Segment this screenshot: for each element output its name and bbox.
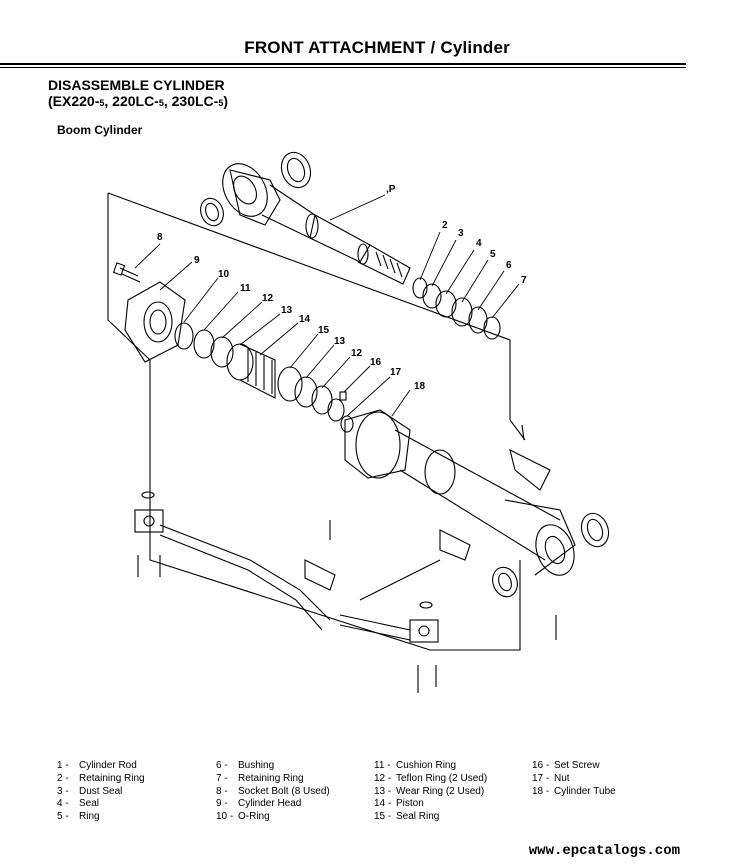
- legend-column-1: 1 -Cylinder Rod 2 -Retaining Ring 3 -Dus…: [57, 760, 145, 824]
- rod-seal-set: [412, 277, 501, 340]
- callout-12a: 12: [262, 293, 274, 304]
- callout-6: 6: [506, 260, 512, 271]
- callout-13b: 13: [334, 336, 346, 347]
- cylinder-head: [124, 281, 186, 363]
- legend-item: 15 -Seal Ring: [374, 811, 440, 823]
- callout-13a: 13: [281, 305, 293, 316]
- callout-4: 4: [476, 238, 482, 249]
- legend-item: 8 -Socket Bolt (8 Used): [216, 785, 330, 797]
- legend-item: 7 -Retaining Ring: [216, 772, 304, 784]
- clamp-brackets: [304, 424, 551, 591]
- callout-2: 2: [442, 220, 448, 231]
- callout-7: 7: [521, 275, 527, 286]
- callout-11: 11: [240, 283, 251, 294]
- callout-5: 5: [490, 249, 496, 260]
- legend-item: 5 -Ring: [57, 811, 100, 823]
- cylinder-rod: [222, 163, 411, 285]
- callout-10: 10: [218, 269, 230, 280]
- legend-column-3: 11 -Cushion Ring 12 -Teflon Ring (2 Used…: [374, 760, 487, 824]
- bushing-right: [492, 512, 610, 598]
- callout-17: 17: [390, 367, 402, 378]
- dust-ring-left: [200, 197, 224, 227]
- callout-12b: 12: [351, 348, 363, 359]
- legend-item: 4 -Seal: [57, 798, 100, 810]
- legend-item: 17 -Nut: [532, 772, 570, 784]
- socket-bolt: [112, 262, 141, 283]
- legend-item: 2 -Retaining Ring: [57, 772, 145, 784]
- callout-16: 16: [370, 357, 382, 368]
- legend-column-4: 16 -Set Screw 17 -Nut 18 -Cylinder Tube: [532, 760, 616, 798]
- subheading: Boom Cylinder: [57, 123, 143, 137]
- header-rule: [0, 63, 686, 65]
- callout-leaders: [134, 194, 520, 417]
- legend-item: 10 -O-Ring: [216, 811, 270, 823]
- exploded-view-diagram: 2 3 4 5 6 7 8 9 10 11 12 13 14 15 13 12 …: [107, 151, 610, 693]
- callout-14: 14: [299, 314, 311, 325]
- header-rule-thin: [0, 67, 686, 68]
- callout-9: 9: [194, 255, 200, 266]
- hydraulic-pipes: [159, 524, 441, 641]
- legend-item: 11 -Cushion Ring: [374, 760, 457, 771]
- page-title: FRONT ATTACHMENT / Cylinder: [244, 38, 510, 57]
- callout-labels: 2 3 4 5 6 7 8 9 10 11 12 13 14 15 13 12 …: [157, 184, 527, 392]
- frame-lines: [107, 192, 526, 651]
- section-heading: DISASSEMBLE CYLINDER (EX220-5, 220LC-5, …: [48, 77, 228, 111]
- cylinder-tube: [344, 409, 576, 576]
- flanges-bolts: [134, 491, 557, 693]
- legend-item: 18 -Cylinder Tube: [532, 785, 616, 797]
- callout-18: 18: [414, 381, 426, 392]
- legend-item: 6 -Bushing: [216, 760, 275, 771]
- callout-15: 15: [318, 325, 330, 336]
- bushing-top: [280, 151, 312, 189]
- callout-3: 3: [458, 228, 464, 239]
- legend-item: 12 -Teflon Ring (2 Used): [374, 772, 488, 784]
- legend-item: 16 -Set Screw: [532, 760, 600, 771]
- legend-item: 9 -Cylinder Head: [216, 798, 302, 810]
- legend-item: 14 -Piston: [374, 798, 424, 810]
- legend-column-2: 6 -Bushing 7 -Retaining Ring 8 -Socket B…: [216, 760, 330, 824]
- legend-item: 1 -Cylinder Rod: [57, 760, 137, 771]
- callout-p: ,P: [386, 184, 396, 195]
- legend-item: 13 -Wear Ring (2 Used): [374, 785, 485, 797]
- callout-8: 8: [157, 232, 163, 243]
- model-list: (EX220-5, 220LC-5, 230LC-5): [48, 93, 229, 109]
- piston-group: [174, 322, 354, 433]
- watermark-link[interactable]: www.epcatalogs.com: [528, 843, 680, 859]
- legend-item: 3 -Dust Seal: [57, 785, 123, 797]
- section-title: DISASSEMBLE CYLINDER: [48, 77, 225, 93]
